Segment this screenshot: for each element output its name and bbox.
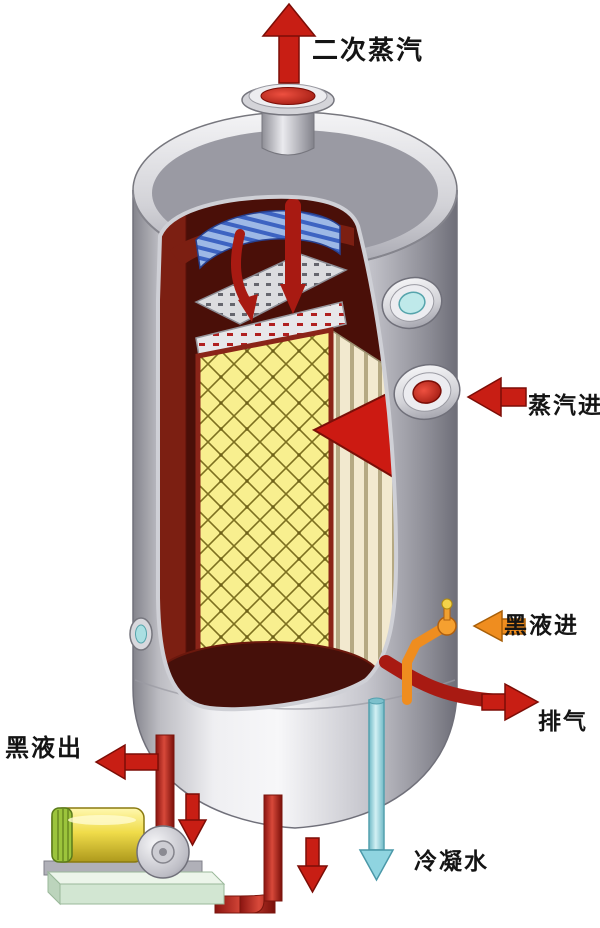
label-exhaust: 排气 bbox=[538, 709, 588, 735]
sight-glass-nozzle bbox=[381, 276, 443, 330]
label-black-liquor-in: 黑液进 bbox=[504, 613, 579, 639]
foundation-top bbox=[46, 871, 226, 885]
internal-flow-arrows bbox=[231, 198, 306, 322]
perforated-plate bbox=[194, 253, 348, 325]
top-nozzle-bore bbox=[260, 87, 316, 105]
condensate-arrow bbox=[358, 849, 395, 882]
motor-highlight bbox=[68, 815, 136, 825]
steam-inlet-nozzle bbox=[393, 363, 461, 421]
recirculation-piping bbox=[155, 734, 283, 914]
foundation-side bbox=[47, 870, 61, 906]
exhaust-arrow bbox=[481, 682, 540, 722]
secondary-steam-arrow bbox=[261, 2, 317, 84]
demister-pad bbox=[195, 210, 341, 270]
sight-glass bbox=[398, 291, 426, 315]
bottom-head-seam bbox=[134, 679, 456, 710]
black-liquor-in-arrow bbox=[472, 609, 526, 643]
cutaway-edge bbox=[156, 194, 399, 712]
black-liquor-inlet-pipe bbox=[402, 598, 457, 705]
cutaway-interior bbox=[158, 196, 397, 710]
motor-fan-cap bbox=[51, 807, 73, 863]
downflow-arrow-bottom bbox=[296, 837, 329, 894]
cut-lining-left bbox=[158, 209, 187, 701]
circulation-pump bbox=[43, 807, 226, 906]
black-liquor-out-arrow bbox=[94, 743, 159, 781]
label-steam-in: 蒸汽进 bbox=[528, 393, 600, 419]
condensate-pipe bbox=[368, 697, 385, 851]
steam-in-arrow bbox=[466, 376, 527, 418]
steam-inlet-bore bbox=[412, 380, 442, 404]
label-secondary-steam: 二次蒸汽 bbox=[312, 36, 425, 66]
label-black-liquor-out: 黑液出 bbox=[5, 734, 83, 762]
foundation-front bbox=[59, 883, 225, 905]
left-small-nozzle bbox=[129, 617, 153, 651]
label-condensate: 冷凝水 bbox=[414, 849, 489, 875]
downflow-arrow-small bbox=[177, 793, 208, 847]
